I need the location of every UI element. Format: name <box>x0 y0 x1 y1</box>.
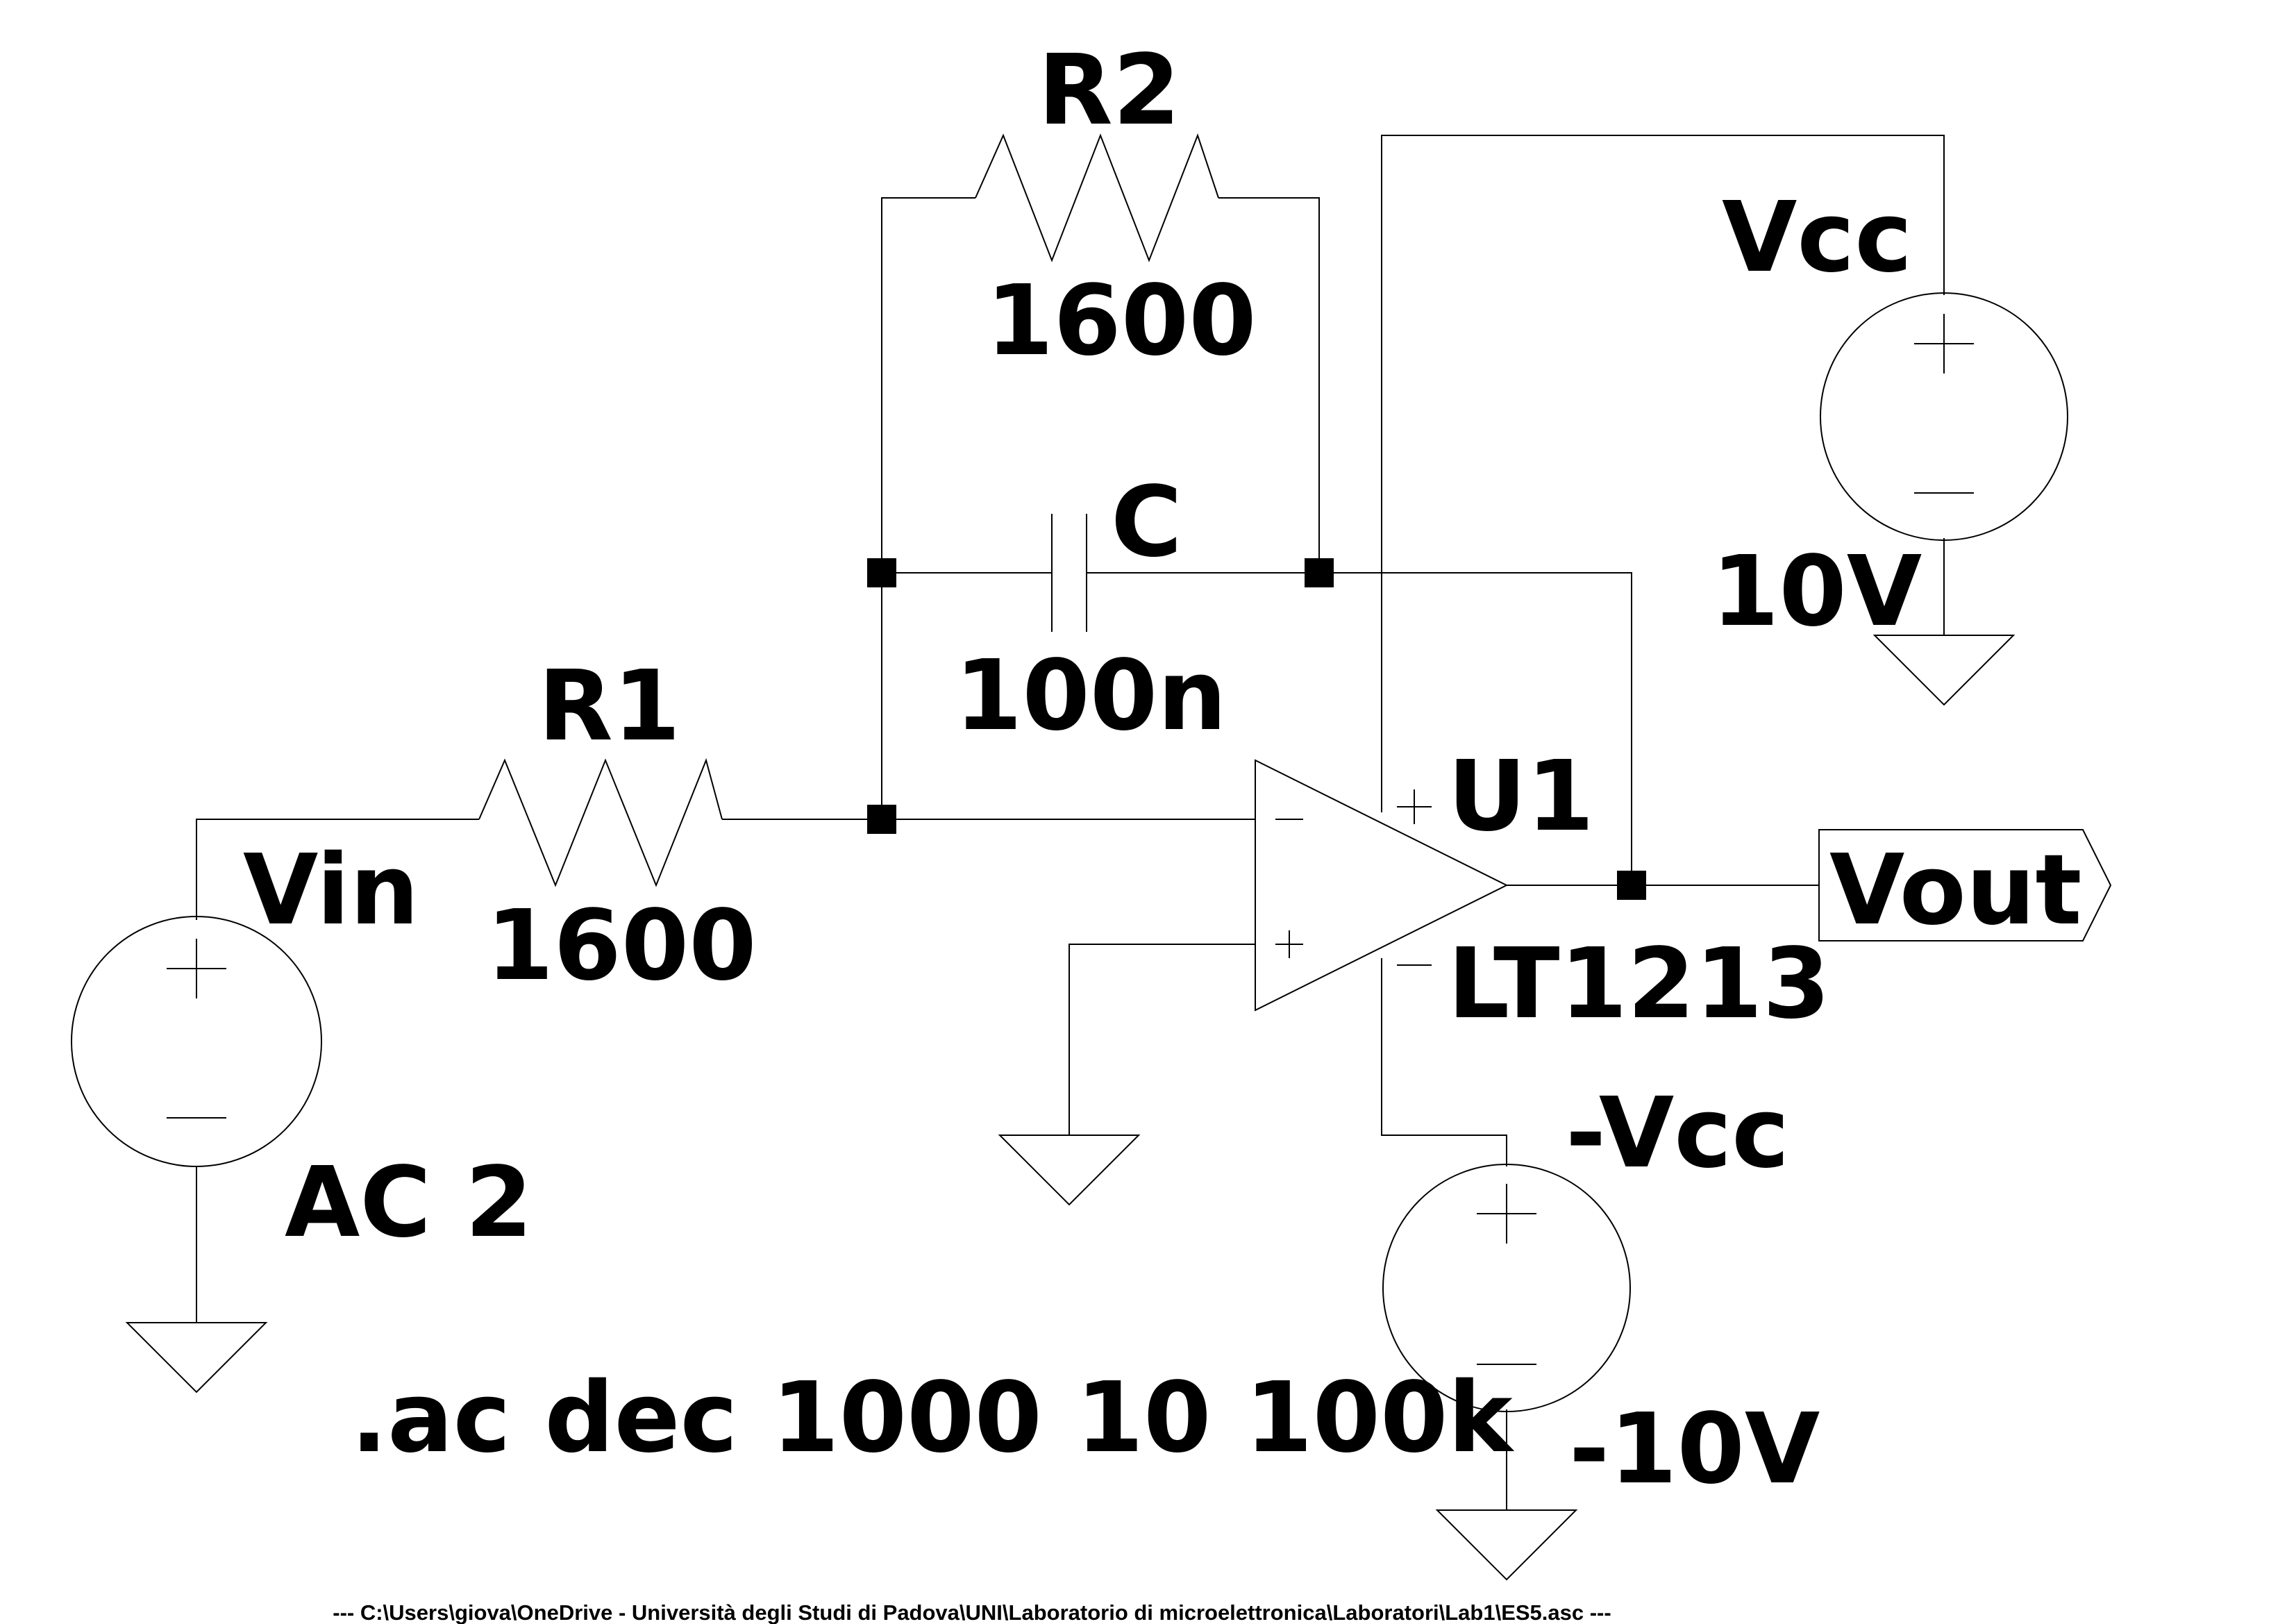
vin-value-label: AC 2 <box>285 1146 533 1259</box>
source-vin <box>71 916 322 1167</box>
neg-vcc-name-label: -Vcc <box>1566 1077 1789 1190</box>
resistor-r1 <box>478 757 723 887</box>
spice-directive: .ac dec 1000 10 100k <box>351 1362 1514 1475</box>
r1-name-label: R1 <box>538 650 680 763</box>
vcc-name-label: Vcc <box>1722 181 1912 294</box>
vin-name-label: Vin <box>243 834 419 947</box>
source-vcc <box>1820 292 2068 541</box>
file-path-footer: --- C:\Users\giova\OneDrive - Università… <box>333 1600 1611 1624</box>
r2-value-label: 1600 <box>986 265 1257 378</box>
capacitor-c <box>1051 514 1087 632</box>
vcc-value-label: 10V <box>1711 535 1922 648</box>
source-neg-vcc <box>1382 1164 1631 1412</box>
ground-icon <box>998 1135 1141 1206</box>
resistor-r2 <box>975 133 1219 262</box>
r1-value-label: 1600 <box>486 889 757 1003</box>
ground-icon <box>125 1322 268 1393</box>
junction-dot <box>1305 558 1334 587</box>
ground-icon <box>1435 1509 1578 1581</box>
vout-net-flag <box>1818 829 2112 941</box>
junction-dot <box>1617 871 1646 900</box>
junction-dot <box>867 558 896 587</box>
neg-vcc-value-label: -10V <box>1569 1393 1820 1506</box>
junction-dot <box>867 805 896 834</box>
wires <box>196 135 1945 1510</box>
c-value-label: 100n <box>955 639 1227 753</box>
u1-value-label: LT1213 <box>1448 928 1830 1041</box>
ground-icon <box>1872 635 2016 706</box>
u1-name-label: U1 <box>1448 740 1594 853</box>
c-name-label: C <box>1111 466 1182 579</box>
opamp-u1 <box>1255 759 1509 1012</box>
r2-name-label: R2 <box>1038 34 1180 147</box>
vout-net-label: Vout <box>1829 834 2081 947</box>
